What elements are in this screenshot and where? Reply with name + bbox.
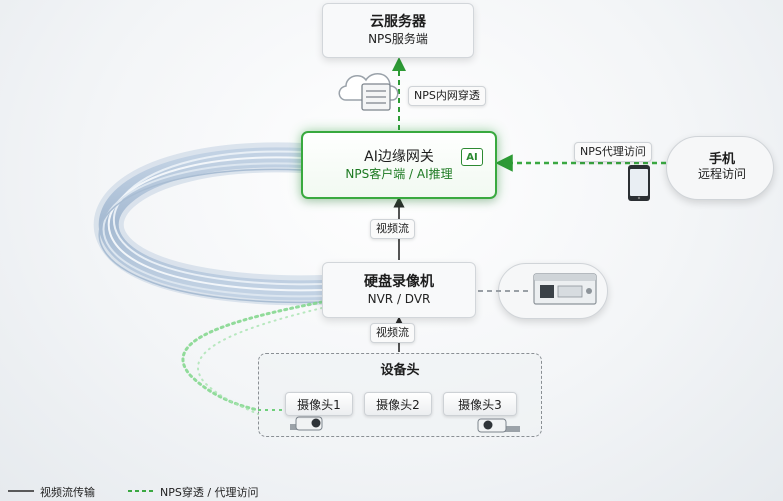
smartphone-icon (628, 165, 650, 201)
nvr-title: 硬盘录像机 (364, 273, 434, 290)
legend-dashed-label: NPS穿透 / 代理访问 (160, 486, 259, 499)
phone-node[interactable] (666, 136, 774, 200)
camera-3-button[interactable]: 摄像头3 (443, 392, 517, 416)
nvr-subtitle: NVR / DVR (367, 291, 431, 306)
proxy-label: NPS代理访问 (574, 142, 652, 162)
green-signal-trail (181, 300, 324, 415)
stream-label-upper: 视频流 (370, 219, 415, 239)
cloud-server-subtitle: NPS服务端 (368, 32, 428, 46)
camera-2-button[interactable]: 摄像头2 (364, 392, 432, 416)
cctv-camera-left-icon (290, 416, 323, 431)
cloud-server-icon (338, 73, 399, 111)
gateway-subtitle: NPS客户端 / AI推理 (345, 166, 453, 181)
gateway-title: AI边缘网关 (364, 148, 434, 165)
cctv-camera-right-icon (477, 418, 520, 433)
cloud-server-title: 云服务器 (370, 14, 426, 30)
recorder-device-icon (533, 273, 597, 305)
ai-chip-icon: AI (461, 148, 483, 166)
phone-title: 手机 (708, 152, 735, 167)
camera-1-button[interactable]: 摄像头1 (285, 392, 353, 416)
tunnel-label: NPS内网穿透 (408, 86, 486, 106)
stream-label-lower: 视频流 (370, 323, 415, 343)
fiber-cable-bundle (93, 142, 337, 306)
camera-group-title: 设备头 (380, 363, 420, 378)
cloud-server-node[interactable]: 云服务器 NPS服务端 (322, 3, 474, 58)
nvr-node[interactable]: 硬盘录像机 NVR / DVR (322, 262, 476, 318)
legend-solid-label: 视频流传输 (40, 486, 95, 499)
phone-subtitle: 远程访问 (697, 167, 746, 181)
